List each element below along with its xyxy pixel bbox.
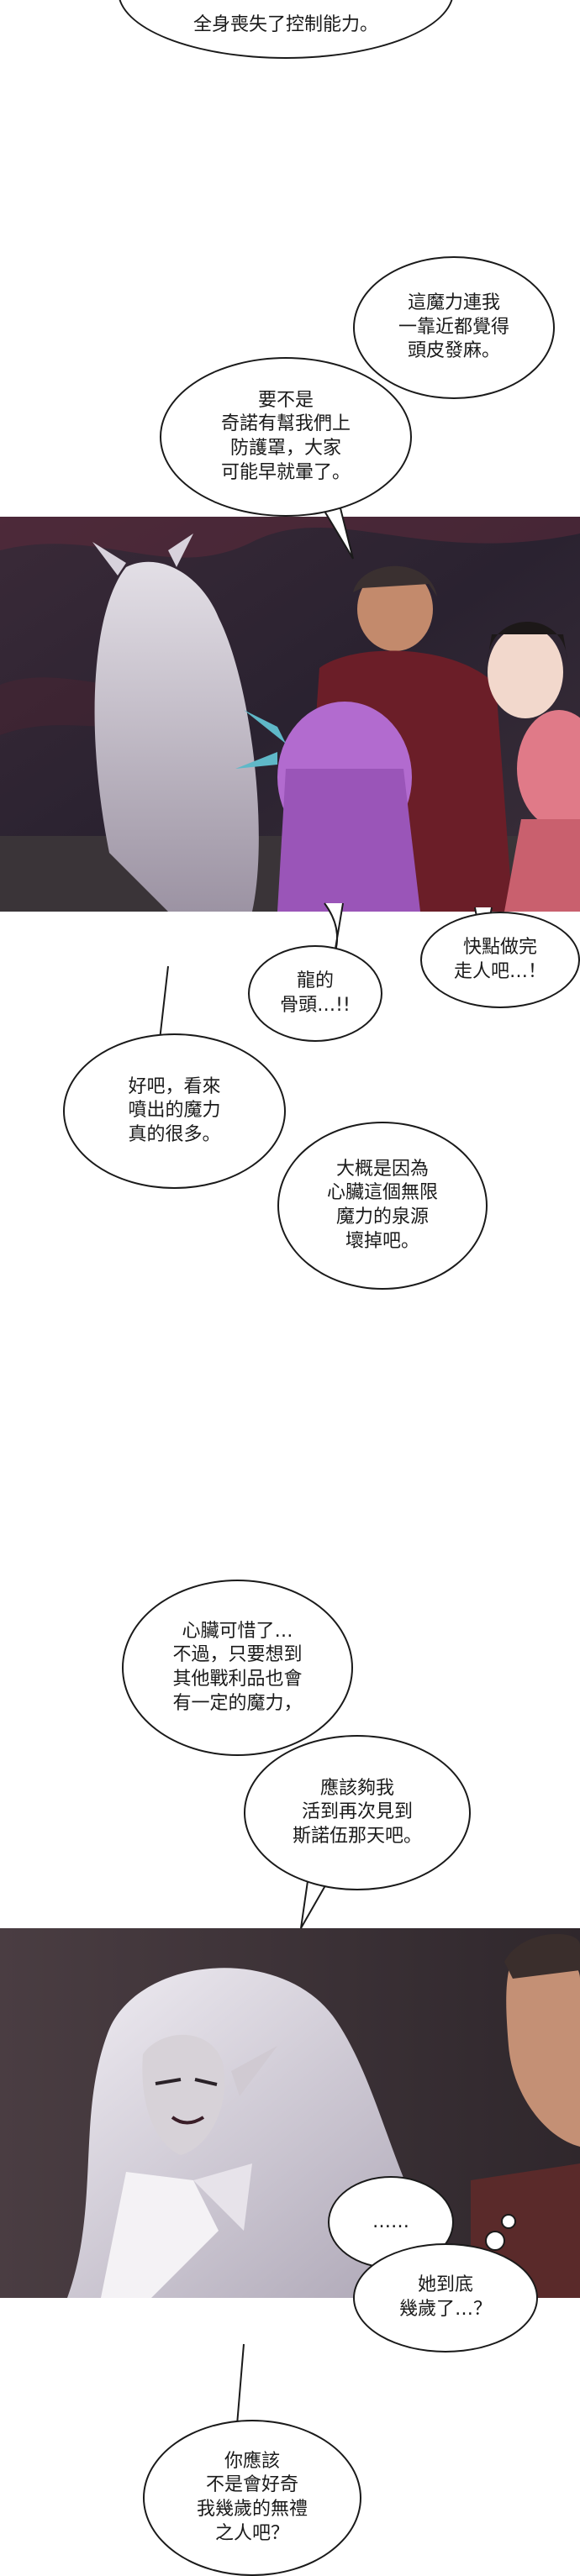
speech-bubble-5: 龍的 骨頭…!! (248, 945, 382, 1042)
bubble-text-2: 這魔力連我 一靠近都覺得 頭皮發麻。 (398, 292, 509, 362)
bubble-text-1: 全身喪失了控制能力。 (192, 13, 378, 35)
speech-bubble-1: 全身喪失了控制能力。 (118, 0, 454, 59)
speech-bubble-2: 這魔力連我 一靠近都覺得 頭皮發麻。 (353, 256, 555, 399)
speech-bubble-12: 你應該 不是會好奇 我幾歲的無禮 之人吧？ (143, 2420, 361, 2576)
bubble-text-12: 你應該 不是會好奇 我幾歲的無禮 之人吧？ (196, 2450, 308, 2544)
bubble-text-9: 應該夠我 活到再次見到 斯諾伍那天吧。 (292, 1777, 422, 1847)
speech-bubble-7: 大概是因為 心臟這個無限 魔力的泉源 壞掉吧。 (277, 1122, 488, 1290)
panel-1-illustration (0, 517, 580, 912)
speech-bubble-3: 要不是 奇諾有幫我們上 防護罩，大家 可能早就暈了。 (160, 357, 412, 517)
thought-dot-medium (485, 2231, 505, 2251)
speech-bubble-6: 好吧，看來 噴出的魔力 真的很多。 (63, 1033, 286, 1189)
bubble-text-8: 心臟可惜了… 不過，只要想到 其他戰利品也會 有一定的魔力， (172, 1620, 303, 1714)
bubble-text-4: 快點做完 走人吧…！ (453, 936, 546, 982)
bubble-text-6: 好吧，看來 噴出的魔力 真的很多。 (128, 1075, 221, 1145)
bubble-text-5: 龍的 骨頭…!! (280, 970, 351, 1016)
bubble-text-7: 大概是因為 心臟這個無限 魔力的泉源 壞掉吧。 (326, 1158, 438, 1252)
bubble-text-3: 要不是 奇諾有幫我們上 防護罩，大家 可能早就暈了。 (220, 389, 351, 483)
bubble-text-10: …… (372, 2211, 409, 2232)
speech-bubble-4: 快點做完 走人吧…！ (420, 912, 580, 1008)
speech-bubble-9: 應該夠我 活到再次見到 斯諾伍那天吧。 (244, 1735, 471, 1890)
thought-dot-small (501, 2214, 516, 2229)
bubble-text-11: 她到底 幾歲了…？ (398, 2274, 492, 2320)
speech-bubble-8: 心臟可惜了… 不過，只要想到 其他戰利品也會 有一定的魔力， (122, 1580, 353, 1756)
speech-bubble-11: 她到底 幾歲了…？ (353, 2243, 538, 2353)
